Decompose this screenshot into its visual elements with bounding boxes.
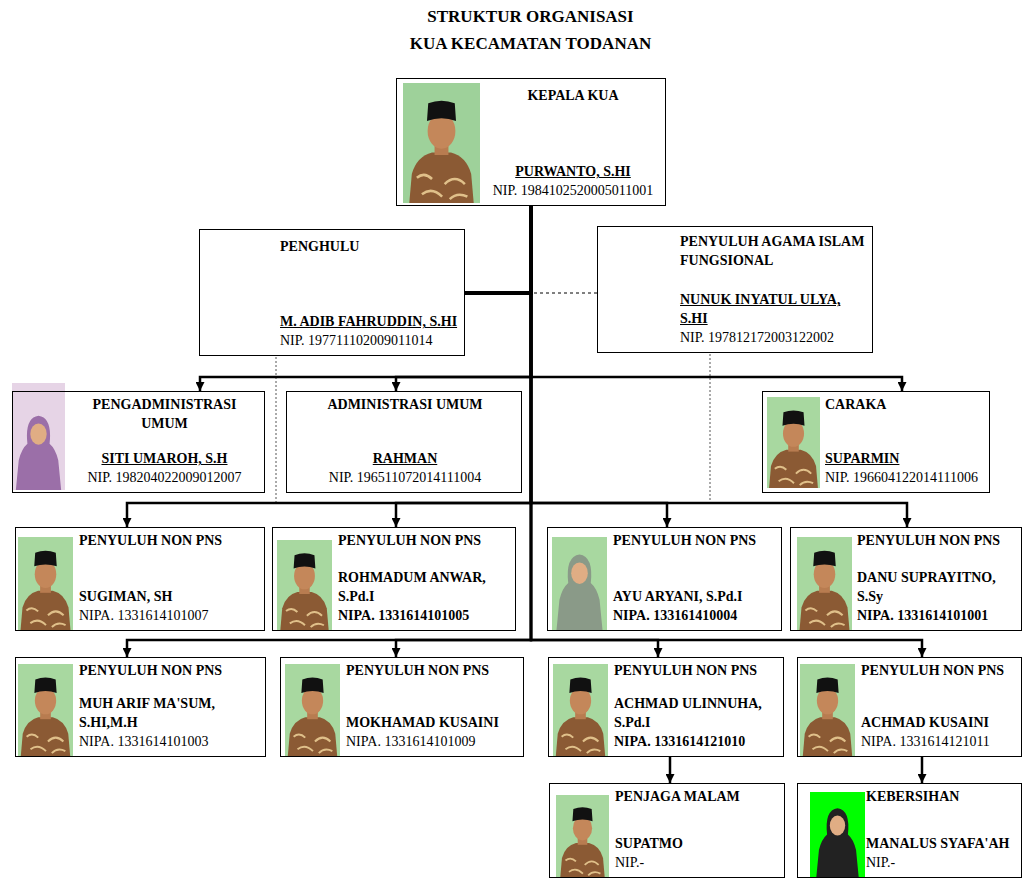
person-name: SUGIMAN, SH xyxy=(79,588,258,607)
box-heading: PENYULUH NON PNS xyxy=(338,532,509,551)
person-name: MOKHAMAD KUSAINI xyxy=(346,714,517,733)
connector xyxy=(531,206,902,391)
id-number: NIP.- xyxy=(615,854,778,873)
dotted-link xyxy=(276,357,277,503)
photo xyxy=(552,537,607,630)
id-number: NIP. 197812172003122002 xyxy=(680,329,866,348)
org-box: KEBERSIHAN MANALUS SYAFA'AHNIP.- xyxy=(797,783,1022,878)
person-name: MANALUS SYAFA'AH xyxy=(866,835,1015,854)
photo xyxy=(797,537,852,630)
id-number: NIPA. 1331614101001 xyxy=(857,607,1015,626)
org-box: PENYULUH NON PNS SUGIMAN, SHNIPA. 1331614… xyxy=(15,527,265,631)
box-heading: ADMINISTRASI UMUM xyxy=(295,396,515,415)
photo xyxy=(810,792,865,878)
box-heading: PENYULUH NON PNS xyxy=(857,532,1015,551)
person-name: ACHMAD ULINNUHA, S.Pd.I xyxy=(614,695,777,733)
id-number: NIP. 196604122014111006 xyxy=(825,469,983,488)
id-number: NIP.- xyxy=(866,854,1015,873)
id-number: NIP. 197711102009011014 xyxy=(280,332,458,351)
box-heading: PENYULUH NON PNS xyxy=(79,662,259,681)
id-number: NIP. 1984102520005011001 xyxy=(487,182,659,201)
connector xyxy=(200,206,531,391)
id-number: NIP. 198204022009012007 xyxy=(71,469,258,488)
connector xyxy=(669,757,672,783)
box-heading: PENGHULU xyxy=(280,238,458,257)
id-number: NIPA. 1331614101005 xyxy=(338,607,509,626)
person-name: ROHMADUM ANWAR, S.Pd.I xyxy=(338,569,509,607)
person-name: SUPARMIN xyxy=(825,450,983,469)
org-box: ADMINISTRASI UMUM RAHMANNIP. 196511072014… xyxy=(286,391,522,493)
box-heading: PENGADMINISTRASI UMUM xyxy=(71,396,258,434)
person-name: SUPATMO xyxy=(615,835,778,854)
connector xyxy=(127,206,531,657)
box-heading: PENYULUH NON PNS xyxy=(861,662,1015,681)
photo xyxy=(553,664,608,756)
connector xyxy=(396,206,531,391)
photo xyxy=(556,795,609,878)
org-box: PENYULUH NON PNS MUH ARIF MA'SUM, S.HI,M.… xyxy=(15,657,266,757)
photo xyxy=(285,664,340,756)
person-name: ACHMAD KUSAINI xyxy=(861,714,1015,733)
photo xyxy=(767,397,820,488)
org-box: PENJAGA MALAM SUPATMONIP.- xyxy=(549,783,785,878)
org-box: PENYULUH NON PNS AYU ARYANI, S.Pd.INIPA. … xyxy=(547,527,782,631)
id-number: NIPA. 1331614121010 xyxy=(614,733,777,752)
photo xyxy=(403,83,480,203)
person-name: NUNUK INYATUL ULYA, S.HI xyxy=(680,291,866,329)
box-heading: PENJAGA MALAM xyxy=(615,788,778,807)
person-name: SITI UMAROH, S.H xyxy=(71,450,258,469)
id-number: NIPA. 1331614101007 xyxy=(79,607,258,626)
org-box: PENYULUH NON PNS MOKHAMAD KUSAININIPA. 13… xyxy=(280,657,524,757)
photo xyxy=(18,664,73,756)
chart-title: STRUKTUR ORGANISASI KUA KECAMATAN TODANA… xyxy=(407,3,654,57)
id-number: NIPA. 1331614101003 xyxy=(79,733,259,752)
id-number: NIPA. 1331614101009 xyxy=(346,733,517,752)
org-box: PENYULUH NON PNS DANU SUPRAYITNO, S.SyNIP… xyxy=(790,527,1022,631)
id-number: NIPA. 1331614121011 xyxy=(861,733,1015,752)
person-name: PURWANTO, S.HI xyxy=(487,163,659,182)
connector xyxy=(921,757,924,783)
box-heading: PENYULUH NON PNS xyxy=(79,532,258,551)
connector xyxy=(531,206,667,527)
box-heading: KEPALA KUA xyxy=(487,87,659,106)
connector xyxy=(396,206,531,657)
box-heading: PENYULUH NON PNS xyxy=(613,532,775,551)
connector xyxy=(465,206,531,293)
org-box: KEPALA KUA PURWANTO, S.HINIP. 19841025200… xyxy=(396,78,666,206)
id-number: NIPA. 133161410004 xyxy=(613,607,775,626)
box-heading: PENYULUH NON PNS xyxy=(346,662,517,681)
org-box: PENGADMINISTRASI UMUM SITI UMAROH, S.HNIP… xyxy=(12,391,265,493)
photo xyxy=(12,383,65,490)
box-heading: CARAKA xyxy=(825,396,983,415)
org-box: PENYULUH AGAMA ISLAM FUNGSIONAL NUNUK INY… xyxy=(597,226,873,353)
org-box: CARAKA SUPARMINNIP. 196604122014111006 xyxy=(762,391,990,493)
box-heading: KEBERSIHAN xyxy=(866,788,1015,807)
connector xyxy=(531,206,597,293)
box-heading: PENYULUH NON PNS xyxy=(614,662,777,681)
org-box: PENGHULU M. ADIB FAHRUDDIN, S.HINIP. 1977… xyxy=(199,229,465,356)
photo xyxy=(800,664,855,756)
person-name: RAHMAN xyxy=(295,450,515,469)
box-heading: PENYULUH AGAMA ISLAM FUNGSIONAL xyxy=(680,233,866,271)
id-number: NIP. 196511072014111004 xyxy=(295,469,515,488)
person-name: AYU ARYANI, S.Pd.I xyxy=(613,588,775,607)
person-name: MUH ARIF MA'SUM, S.HI,M.H xyxy=(79,695,259,733)
org-box: PENYULUH NON PNS ACHMAD ULINNUHA, S.Pd.IN… xyxy=(548,657,784,757)
person-name: DANU SUPRAYITNO, S.Sy xyxy=(857,569,1015,607)
photo xyxy=(18,537,73,630)
org-box: PENYULUH NON PNS ROHMADUM ANWAR, S.Pd.INI… xyxy=(272,527,516,631)
person-name: M. ADIB FAHRUDDIN, S.HI xyxy=(280,313,458,332)
org-box: PENYULUH NON PNS ACHMAD KUSAININIPA. 1331… xyxy=(797,657,1022,757)
photo xyxy=(277,540,332,630)
